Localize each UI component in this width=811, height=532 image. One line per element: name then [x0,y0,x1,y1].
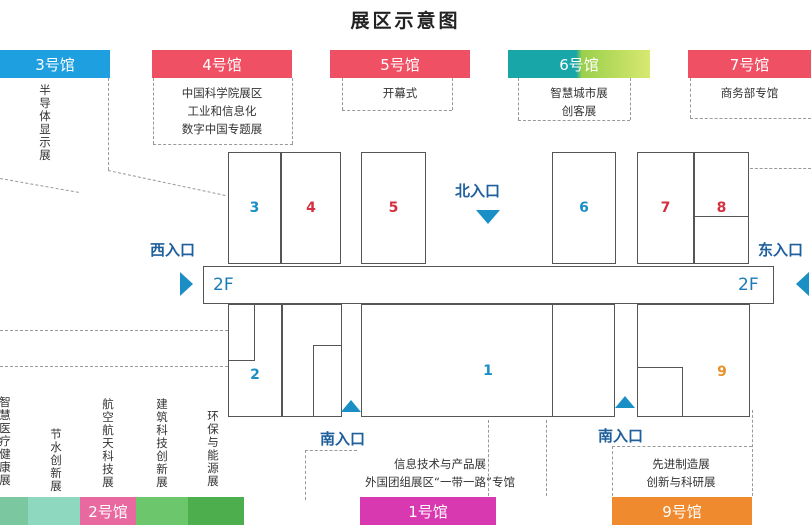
block-2: 2 [250,367,260,383]
connector-line [153,144,293,145]
hall-6-label: 6号馆 [508,50,650,78]
hall-4-label: 4号馆 [152,50,292,78]
block-8-frame: 8 [694,152,749,264]
connector-line [452,78,453,110]
hall-5-desc: 开幕式 [382,86,418,100]
south-left-arrow-icon [341,400,361,412]
connector-line [690,118,811,119]
hall-5-label: 5号馆 [330,50,470,78]
hall-1-desc: 信息技术与产品展 外国团组展区“一带一路”专馆 [320,455,560,491]
connector-line [612,446,613,496]
hall-6-desc-line: 创客展 [561,104,597,118]
hall-2-desc-item: 节水创新展 [50,427,62,493]
hall-7-desc: 商务部专馆 [720,86,779,100]
entrance-south-left: 南入口 [320,430,366,448]
hall-9-desc-line: 先进制造展 [652,457,710,471]
floor-label-left: 2F [213,275,234,295]
connector-line [108,78,109,170]
hall-6-desc: 智慧城市展 创客展 [508,84,650,120]
block-6: 6 [552,152,616,264]
entrance-west: 西入口 [150,241,196,259]
block-2b [282,304,342,417]
block-8: 8 [716,200,727,216]
block-4: 4 [281,152,341,264]
hall-7-label: 7号馆 [688,50,811,78]
north-arrow-icon [476,210,500,224]
hall-4-desc-line: 数字中国专题展 [181,122,263,136]
connector-line [342,110,452,111]
connector-line [0,330,228,331]
floor-label-right: 2F [738,275,759,295]
connector-line [0,178,79,193]
hall-9-desc: 先进制造展 创新与科研展 [612,455,750,491]
hall-4-desc-line: 中国科学院展区 [181,86,263,100]
hall-2-color-strip [28,497,80,525]
connector-line [612,446,752,447]
entrance-east: 东入口 [758,241,804,259]
hall-2-color-strip [136,497,188,525]
hall-2-desc-item: 建筑科技创新展 [156,397,168,489]
hall-4-desc: 中国科学院展区 工业和信息化 数字中国专题展 [152,84,292,138]
corridor [203,266,774,304]
connector-line [752,410,753,496]
block-7: 7 [637,152,694,264]
west-arrow-icon [180,272,193,296]
connector-line [690,78,691,118]
hall-4-desc-line: 工业和信息化 [187,104,257,118]
hall-2-desc-item: 智慧医疗健康展 [0,395,11,487]
block-1-frame [361,304,615,417]
hall-1-desc-line: 外国团组展区“一带一路”专馆 [365,475,515,489]
block-2-frame: 2 [228,304,282,417]
connector-line [107,170,226,196]
connector-line [292,78,293,144]
connector-line [518,120,630,121]
connector-line [630,78,631,120]
connector-line [153,78,154,144]
hall-3-label: 3号馆 [0,50,110,78]
block-3: 3 [228,152,281,264]
block-5: 5 [361,152,426,264]
hall-1-desc-line: 信息技术与产品展 [394,457,486,471]
connector-line [750,168,811,169]
hall-2-color-strip [188,497,244,525]
hall-2-color-strip [0,497,28,525]
connector-line [518,78,519,120]
block-1: 1 [483,363,493,379]
hall-9-desc-line: 创新与科研展 [646,475,716,489]
block-9: 9 [717,364,727,380]
hall-6-desc-line: 智慧城市展 [550,86,608,100]
entrance-south-right: 南入口 [598,427,644,445]
connector-line [546,420,547,496]
page-title: 展区示意图 [350,10,461,32]
connector-line [305,450,306,500]
hall-3-desc: 半导体显示展 [39,83,51,162]
hall-2-label: 2号馆 [80,497,136,525]
hall-2-desc-item: 航空航天科技展 [102,397,114,489]
connector-line [488,420,489,496]
connector-line [305,450,357,451]
connector-line [0,366,228,367]
east-arrow-icon [796,272,809,296]
hall-1-label: 1号馆 [360,497,496,525]
block-9-frame: 9 [637,304,750,417]
hall-2-desc-item: 环保与能源展 [207,409,219,488]
connector-line [342,78,343,110]
hall-9-label: 9号馆 [612,497,752,525]
south-right-arrow-icon [615,396,635,408]
entrance-north: 北入口 [455,182,501,200]
